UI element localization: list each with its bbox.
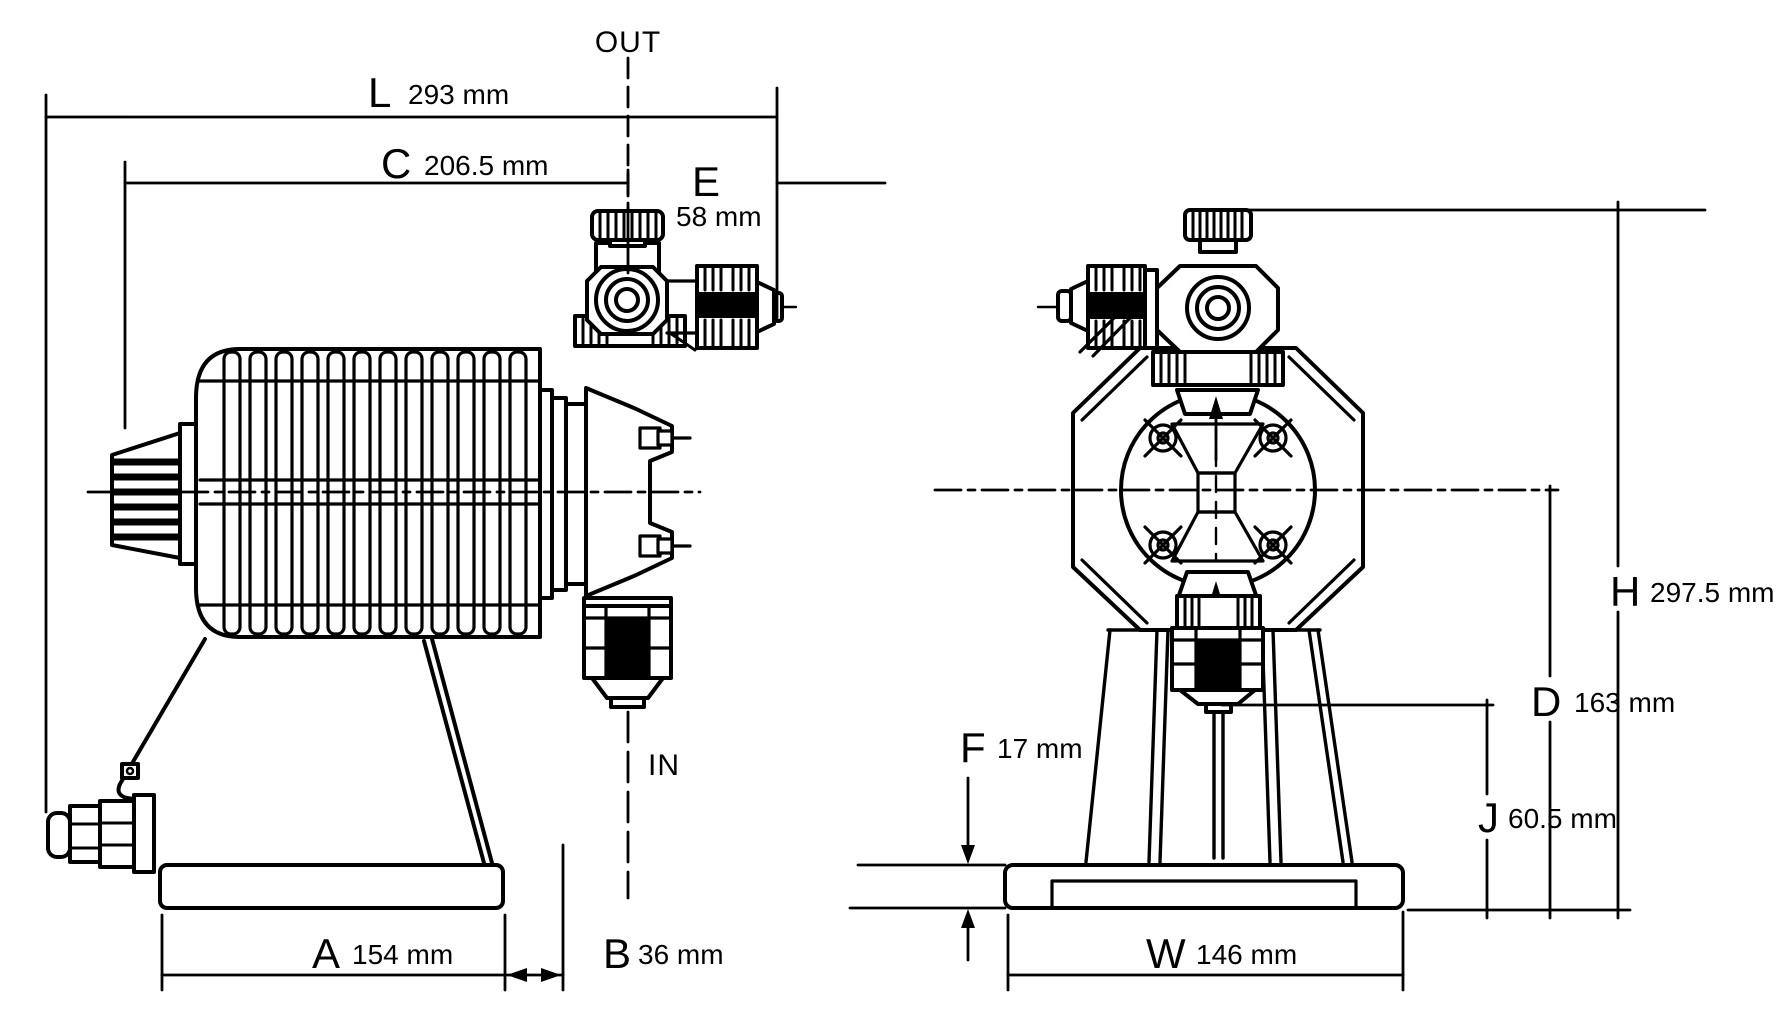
dim-W-letter: W [1146, 930, 1186, 977]
stroke-knob [110, 422, 198, 566]
side-base-plate [158, 863, 505, 910]
dim-B-letter: B [603, 930, 631, 977]
dim-C-letter: C [381, 140, 411, 187]
in-valve [582, 596, 673, 709]
stand [116, 637, 494, 874]
dim-F [848, 776, 1007, 962]
dim-H-letter: H [1610, 568, 1640, 615]
dim-H-value: 297.5 mm [1650, 577, 1775, 608]
out-port-label: OUT [595, 26, 661, 59]
dim-C [123, 160, 630, 430]
front-out-valve [1143, 208, 1285, 387]
dim-D-value: 163 mm [1574, 687, 1675, 718]
labels: OUT IN L 293 mm C 206.5 mm E 58 mm A 154… [312, 26, 1775, 977]
dim-E-letter: E [692, 158, 720, 205]
in-port-label: IN [648, 749, 680, 782]
dim-W [1006, 910, 1405, 992]
dim-J-value: 60.5 mm [1508, 803, 1617, 834]
bypass-fitting-front [1056, 264, 1147, 358]
dim-B-value: 36 mm [638, 939, 724, 970]
dim-F-letter: F [960, 724, 986, 771]
dim-D-letter: D [1531, 678, 1561, 725]
front-in-valve [1170, 594, 1265, 714]
dim-J [1220, 698, 1495, 920]
out-valve [573, 209, 687, 348]
flow-arrow-up-top [1209, 396, 1223, 419]
dim-B [503, 843, 565, 992]
front-view [1003, 208, 1405, 910]
dim-L-letter: L [368, 69, 391, 116]
head-bolts [1143, 418, 1293, 565]
front-base-plate [1003, 863, 1405, 910]
dim-A-value: 154 mm [352, 939, 453, 970]
dim-A [160, 913, 507, 992]
dim-F-value: 17 mm [997, 733, 1083, 764]
dim-L-value: 293 mm [408, 79, 509, 110]
dim-J-letter: J [1478, 794, 1499, 841]
dim-L [44, 86, 779, 814]
side-view [46, 209, 784, 910]
cable-gland [46, 799, 136, 869]
dim-H [1201, 200, 1707, 920]
dim-W-value: 146 mm [1196, 939, 1297, 970]
dimension-lines [44, 56, 1707, 992]
dim-A-letter: A [312, 930, 340, 977]
dim-E-value: 58 mm [676, 201, 762, 232]
dim-C-value: 206.5 mm [424, 150, 549, 181]
